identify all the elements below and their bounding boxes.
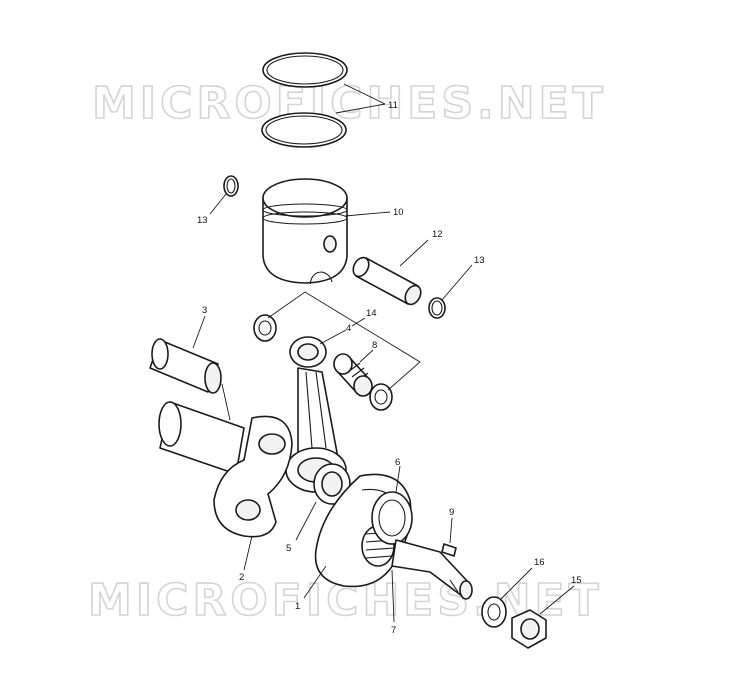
crank-pin [149,338,222,394]
callout-10: 10 [393,207,404,218]
leader-6 [395,465,401,493]
circlip-right [428,297,446,319]
callout-6: 6 [395,457,400,468]
leader-13a [209,193,227,215]
callout-15: 15 [571,575,582,586]
watermark-top: MICROFICHES.NET [92,78,607,129]
crankshaft-left-half [158,401,293,538]
callout-16: 16 [534,557,545,568]
needle-bearing [333,353,373,397]
leader-5 [295,501,317,541]
piston-ring-upper [262,52,348,88]
leader-16 [499,567,533,601]
leader-3b [221,383,231,421]
callout-14: 14 [366,308,377,319]
callout-5: 5 [286,543,291,554]
leader-10 [344,211,391,217]
callout-9: 9 [449,507,454,518]
thrust-washer-left [253,314,277,342]
leader-12 [399,239,429,267]
leader-13b [441,264,473,301]
callout-7: 7 [391,625,396,636]
callout-3: 3 [202,305,207,316]
leader-11b [335,103,386,114]
callout-8: 8 [372,340,377,351]
piston [262,178,348,285]
callout-4: 4 [346,323,351,334]
leader-9 [449,517,453,544]
lock-washer [481,596,507,628]
crankshaft-nut [511,609,547,649]
thrust-washer-right [369,383,393,411]
callout-11: 11 [388,100,398,111]
leader-15 [539,585,575,615]
leader-3 [192,315,206,349]
leader-1 [303,565,327,599]
leader-14 [351,317,366,327]
output-shaft [391,539,473,600]
leader-2 [243,535,253,571]
circlip-left [223,175,239,197]
leader-8 [359,349,374,363]
callout-12: 12 [432,229,443,240]
callout-13-left: 13 [197,215,208,226]
woodruff-key [441,543,457,557]
bracket-14 [267,291,421,391]
main-bearing [313,463,351,505]
leader-4 [319,329,347,345]
leader-11a [343,83,386,105]
seal-ring [371,491,413,545]
callout-1: 1 [295,601,300,612]
callout-13-right: 13 [474,255,485,266]
piston-ring-lower [261,112,347,148]
leader-7 [391,569,395,623]
piston-pin [352,256,422,306]
callout-2: 2 [239,572,244,583]
